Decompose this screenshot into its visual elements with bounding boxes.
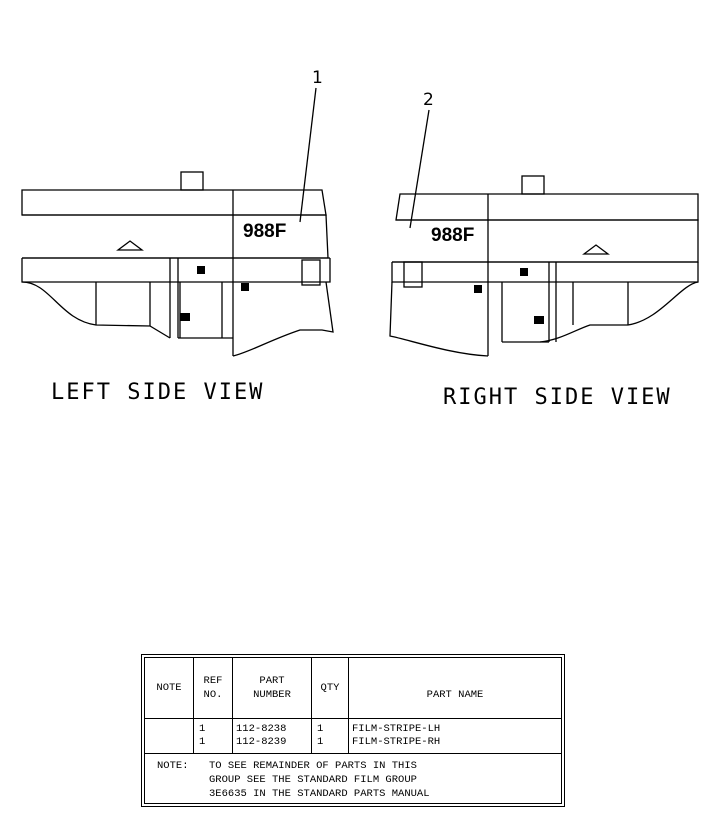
header-ref-line2: NO. — [203, 689, 223, 701]
right-model-decal: 988F — [431, 225, 475, 246]
header-part-number: PART NUMBER — [232, 658, 312, 719]
callout-number-1: 1 — [312, 68, 323, 88]
parts-diagram — [21, 87, 699, 357]
note-line-1: TO SEE REMAINDER OF PARTS IN THIS — [209, 760, 417, 772]
left-model-decal: 988F — [243, 221, 287, 242]
table-note-row: NOTE: TO SEE REMAINDER OF PARTS IN THIS G… — [145, 753, 561, 801]
cell-part-number: 112-8239 — [232, 736, 312, 754]
cell-ref: 1 — [193, 718, 233, 736]
cell-qty: 1 — [311, 718, 349, 736]
left-side-view-label: LEFT SIDE VIEW — [51, 380, 265, 405]
cell-part-number: 112-8238 — [232, 718, 312, 736]
header-ref-line1: REF — [203, 675, 223, 687]
header-pn-line2: NUMBER — [253, 689, 291, 701]
cell-part-name: FILM-STRIPE-LH — [352, 723, 441, 735]
cell-note — [145, 718, 194, 736]
table-row: 1 112-8238 1 FILM-STRIPE-LH — [145, 718, 561, 736]
header-ref-no: REF NO. — [193, 658, 233, 719]
cell-note — [145, 736, 194, 754]
header-note: NOTE — [145, 658, 194, 719]
cell-ref: 1 — [193, 736, 233, 754]
parts-table: NOTE REF NO. PART NUMBER QTY PART NAME 1… — [141, 654, 565, 807]
callout-leader-1 — [299, 87, 317, 223]
header-part-name: PART NAME — [348, 658, 561, 719]
cell-qty: 1 — [311, 736, 349, 754]
note-label: NOTE: — [157, 760, 189, 772]
table-note: NOTE: TO SEE REMAINDER OF PARTS IN THIS G… — [145, 753, 561, 801]
header-qty: QTY — [311, 658, 349, 719]
parts-table-header: NOTE REF NO. PART NUMBER QTY PART NAME — [145, 658, 561, 719]
note-line-2: GROUP SEE THE STANDARD FILM GROUP — [209, 774, 417, 786]
header-pn-line1: PART — [259, 675, 285, 687]
cell-part-name: FILM-STRIPE-RH — [352, 736, 441, 748]
right-side-view-label: RIGHT SIDE VIEW — [443, 385, 672, 410]
right-side-view-drawing — [389, 175, 699, 357]
table-row: 1 112-8239 1 FILM-STRIPE-RH — [145, 736, 561, 754]
callout-number-2: 2 — [423, 90, 434, 110]
left-side-view-drawing — [21, 171, 334, 357]
note-line-3: 3E6635 IN THE STANDARD PARTS MANUAL — [209, 788, 430, 800]
callout-leader-2 — [409, 109, 430, 229]
